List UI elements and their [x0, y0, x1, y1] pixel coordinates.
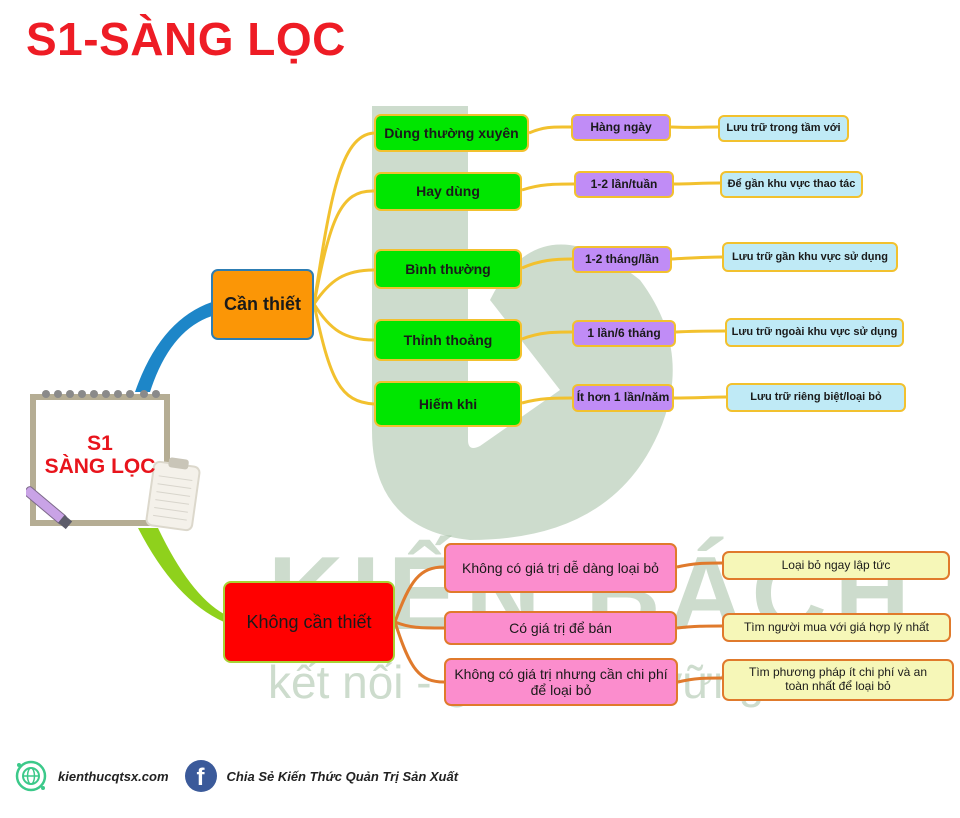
line-3-action — [671, 255, 723, 261]
line-khong-to-3 — [393, 621, 445, 684]
website-link[interactable]: kienthucqtsx.com — [58, 768, 169, 784]
node-binh-thuong[interactable]: Bình thường — [374, 249, 522, 289]
line-khong-to-2 — [394, 620, 445, 630]
central-node-line2: SÀNG LỌC — [44, 455, 156, 479]
line-k2-action — [676, 624, 723, 630]
node-thinh-thoang[interactable]: Thỉnh thoảng — [374, 319, 522, 361]
action-luu-tru-ngoai-khu-vuc[interactable]: Lưu trữ ngoài khu vực sử dụng — [725, 318, 904, 347]
action-luu-tru-rieng-biet[interactable]: Lưu trữ riêng biệt/loại bỏ — [726, 383, 906, 412]
node-hay-dung[interactable]: Hay dùng — [374, 172, 522, 211]
line-5-freq — [521, 396, 573, 405]
line-k1-action — [676, 561, 723, 569]
action-luu-tru-trong-tam-voi[interactable]: Lưu trữ trong tầm với — [718, 115, 849, 142]
branch-line-khong-can-thiet — [138, 528, 224, 622]
node-khong-can-thiet[interactable]: Không cần thiết — [223, 581, 395, 663]
page-title: S1-SÀNG LỌC — [26, 13, 346, 65]
action-loai-bo-ngay[interactable]: Loại bỏ ngay lập tức — [722, 551, 950, 580]
line-can-to-hiem — [312, 303, 375, 406]
line-can-to-thinh — [312, 303, 375, 342]
orange-connectors — [393, 561, 723, 684]
central-node[interactable]: S1 SÀNG LỌC — [23, 386, 201, 534]
freq-hang-ngay[interactable]: Hàng ngày — [571, 114, 671, 141]
node-can-thiet[interactable]: Cần thiết — [211, 269, 314, 340]
line-k3-action — [677, 676, 723, 684]
globe-icon — [15, 760, 47, 792]
facebook-page-link[interactable]: Chia Sẻ Kiến Thức Quản Trị Sản Xuất — [226, 768, 459, 784]
line-khong-to-1 — [393, 565, 445, 623]
line-can-to-hay — [312, 189, 375, 305]
freq-it-hon-1-lan-nam[interactable]: Ít hơn 1 lần/năm — [572, 384, 674, 412]
pen-icon — [23, 486, 73, 530]
line-1-freq — [528, 125, 572, 135]
line-3-freq — [521, 257, 573, 270]
line-can-to-dung — [312, 131, 375, 305]
line-can-to-binh — [312, 268, 375, 305]
footer: kienthucqtsx.com f Chia Sẻ Kiến Thức Quả… — [14, 756, 458, 796]
node-hiem-khi[interactable]: Hiếm khi — [374, 381, 522, 427]
spiral-rings — [42, 390, 160, 398]
node-khong-gia-tri-can-chi-phi[interactable]: Không có giá trị nhưng cần chi phí để lo… — [444, 658, 678, 706]
action-luu-tru-gan-khu-vuc[interactable]: Lưu trữ gần khu vực sử dụng — [722, 242, 898, 272]
freq-1-2-thang-lan[interactable]: 1-2 tháng/lần — [572, 246, 672, 273]
action-tim-phuong-phap[interactable]: Tìm phương pháp ít chi phí và an toàn nh… — [722, 659, 954, 701]
facebook-icon[interactable]: f — [184, 760, 217, 792]
notepad-icon — [23, 390, 201, 532]
branch-line-can-thiet — [135, 302, 212, 392]
line-2-action — [673, 181, 721, 186]
node-co-gia-tri-de-ban[interactable]: Có giá trị để bán — [444, 611, 677, 645]
node-dung-thuong-xuyen[interactable]: Dùng thường xuyên — [374, 114, 529, 152]
action-tim-nguoi-mua[interactable]: Tìm người mua với giá hợp lý nhất — [722, 613, 951, 642]
freq-1-2-lan-tuan[interactable]: 1-2 lần/tuần — [574, 171, 674, 198]
watermark-logo-shape — [372, 106, 673, 540]
action-de-gan-khu-vuc-thao-tac[interactable]: Để gần khu vực thao tác — [720, 171, 863, 198]
freq-1-lan-6-thang[interactable]: 1 lần/6 tháng — [572, 320, 676, 347]
node-khong-gia-tri-de-loai-bo[interactable]: Không có giá trị dễ dàng loại bỏ — [444, 543, 677, 593]
line-5-action — [673, 395, 727, 400]
yellow-connectors — [312, 125, 727, 406]
line-4-freq — [521, 330, 573, 341]
line-2-freq — [521, 182, 575, 192]
line-4-action — [675, 329, 726, 334]
central-node-line1: S1 — [87, 432, 113, 455]
